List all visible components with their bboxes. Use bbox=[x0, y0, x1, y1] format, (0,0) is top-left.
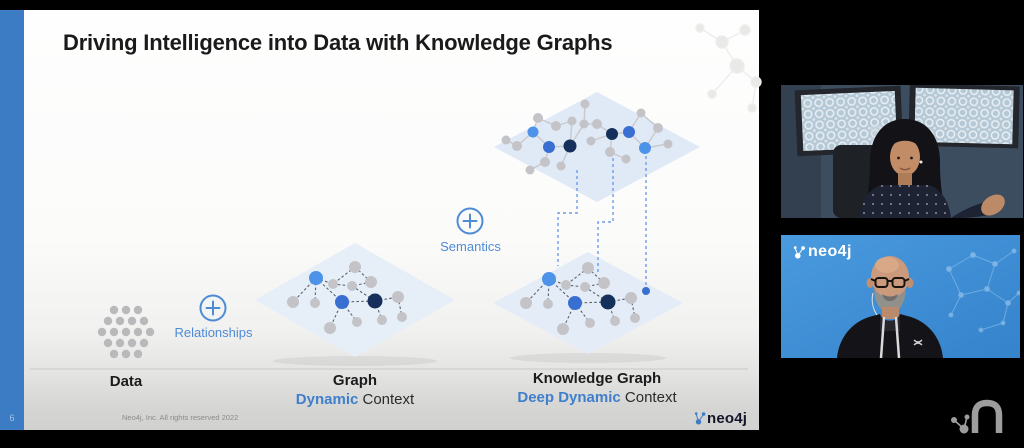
sublabel-rest: Context bbox=[358, 391, 415, 408]
relationships-label: Relationships bbox=[174, 325, 253, 340]
page-number: 6 bbox=[9, 413, 15, 423]
participant-avatar bbox=[859, 119, 1005, 218]
participant-video-top[interactable] bbox=[781, 85, 1023, 218]
background-network-graphic bbox=[946, 248, 1020, 333]
stage-label-knowledge-graph: Knowledge Graph bbox=[532, 370, 662, 387]
sublabel-rest: Context bbox=[620, 389, 677, 406]
semantics-label: Semantics bbox=[440, 239, 501, 254]
sublabel-accent: Dynamic bbox=[295, 391, 359, 408]
neo4j-wordmark: neo4j bbox=[707, 409, 748, 427]
sublabel-accent: Deep Dynamic bbox=[517, 389, 621, 406]
under-armour-logo bbox=[913, 339, 923, 346]
neo4j-wordmark: neo4j bbox=[808, 243, 852, 260]
stage-sublabel-graph: Dynamic Context bbox=[265, 391, 445, 408]
copyright-text: Neo4j, Inc. All rights reserved 2022 bbox=[122, 413, 239, 422]
slide-title: Driving Intelligence into Data with Know… bbox=[63, 30, 613, 55]
neo4j-background-logo: neo4j bbox=[793, 243, 852, 261]
speaker-avatar bbox=[837, 256, 943, 358]
participant-video-bottom[interactable] bbox=[781, 235, 1020, 358]
stage-label-graph: Graph bbox=[332, 372, 378, 389]
neo4j-logo: neo4j bbox=[694, 408, 747, 428]
neo4j-logo-mark-icon bbox=[793, 246, 805, 259]
slide-page-strip: 6 bbox=[0, 10, 24, 430]
slide bbox=[24, 10, 759, 430]
stage-sublabel-knowledge-graph: Deep Dynamic Context bbox=[492, 389, 702, 406]
stage-label-data: Data bbox=[109, 373, 143, 390]
participant-camera-scene bbox=[781, 85, 1023, 218]
neo4j-n-watermark-icon bbox=[951, 399, 1003, 434]
neo4j-logo-mark-icon bbox=[694, 412, 706, 425]
speaker-camera-scene bbox=[781, 235, 1020, 358]
framed-lattice-art bbox=[794, 85, 1020, 157]
glasses bbox=[870, 277, 910, 288]
